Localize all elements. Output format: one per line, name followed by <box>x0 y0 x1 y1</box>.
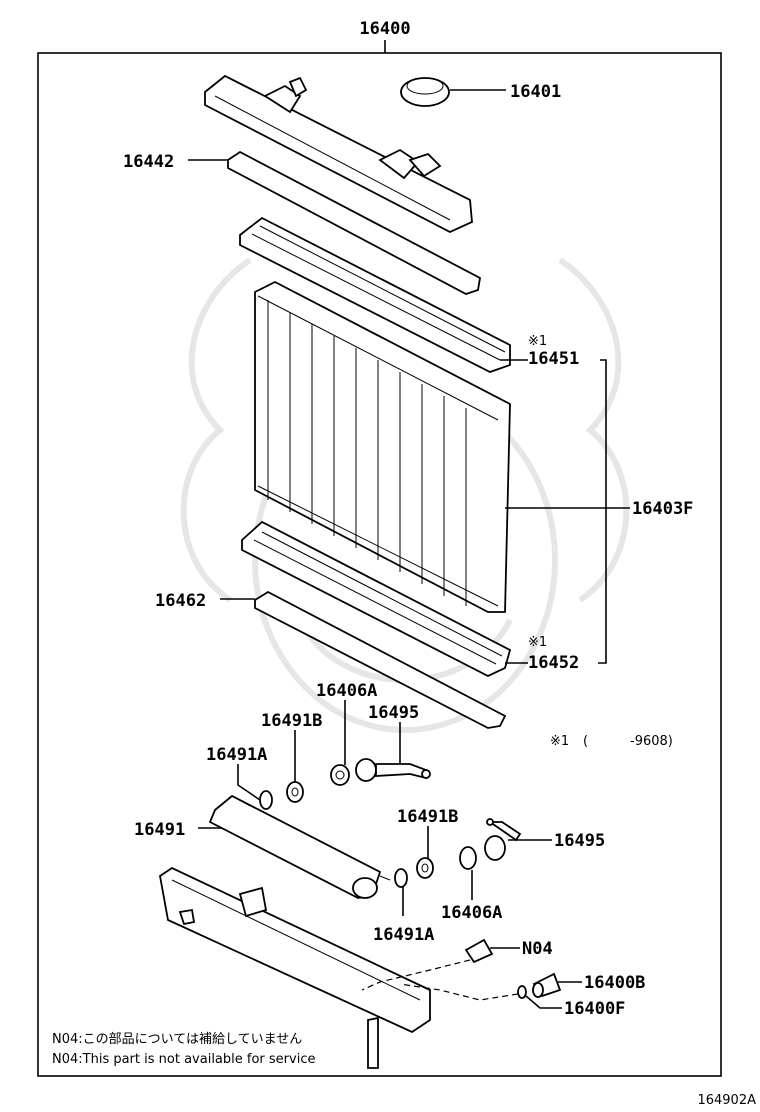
label-cap: 16401 <box>510 82 561 102</box>
mark-upper-tank: ※1 <box>528 334 547 349</box>
drain-plug <box>517 985 527 999</box>
radiator-cap <box>400 77 450 107</box>
note-japanese: N04:この部品については補給していません <box>52 1032 302 1047</box>
oring-b-right-hole <box>421 863 429 873</box>
oring-a-right <box>394 868 408 888</box>
footnote-open-paren: ( <box>583 734 588 749</box>
plug-left <box>330 764 350 786</box>
label-hose-left: 16495 <box>368 703 419 723</box>
mark-lower-tank: ※1 <box>528 635 547 650</box>
leader-oring-a-left <box>237 764 261 801</box>
oring-a-left <box>259 790 273 810</box>
lower-tank <box>241 520 512 678</box>
lower-gasket <box>254 590 507 729</box>
label-drain-plug: 16400F <box>564 999 625 1019</box>
drain-cock <box>532 972 562 998</box>
oring-b-left-hole <box>291 787 299 797</box>
footnote-mark: ※1 <box>550 734 569 749</box>
label-oring-b-right: 16491B <box>397 807 458 827</box>
plug-right <box>459 846 477 870</box>
dashed-leader-n04 <box>361 959 471 991</box>
hose-right <box>484 818 522 861</box>
label-oring-a-right: 16491A <box>373 925 434 945</box>
label-plug-left: 16406A <box>316 681 377 701</box>
leader-drain-plug <box>525 995 562 1009</box>
upper-tank <box>239 216 511 373</box>
label-pipe: 16491 <box>134 820 185 840</box>
pipe <box>208 794 391 899</box>
label-lower-gasket: 16462 <box>155 591 206 611</box>
upper-tank-cover <box>204 74 473 234</box>
label-lower-tank: 16452 <box>528 653 579 673</box>
oring-b-right <box>416 857 434 879</box>
lower-cover <box>159 866 431 1069</box>
assembly-number: 16400 <box>359 19 410 39</box>
note-english: N04:This part is not available for servi… <box>52 1052 315 1067</box>
oring-b-left <box>286 781 304 803</box>
bracket-core-group <box>598 359 607 664</box>
label-n04: N04 <box>522 939 553 959</box>
assembly-frame <box>37 52 722 1077</box>
footnote-range: -9608) <box>630 734 673 749</box>
label-upper-tank: 16451 <box>528 349 579 369</box>
radiator-core <box>254 280 511 613</box>
figure-number: 164902A <box>697 1093 756 1108</box>
drain-n04 <box>464 938 494 964</box>
upper-gasket <box>227 150 481 295</box>
label-oring-b-left: 16491B <box>261 711 322 731</box>
label-upper-gasket: 16442 <box>123 152 174 172</box>
label-drain-cock: 16400B <box>584 973 645 993</box>
hose-left <box>355 758 431 782</box>
label-core: 16403F <box>632 499 693 519</box>
label-hose-right: 16495 <box>554 831 605 851</box>
label-oring-a-left: 16491A <box>206 745 267 765</box>
label-plug-right: 16406A <box>441 903 502 923</box>
